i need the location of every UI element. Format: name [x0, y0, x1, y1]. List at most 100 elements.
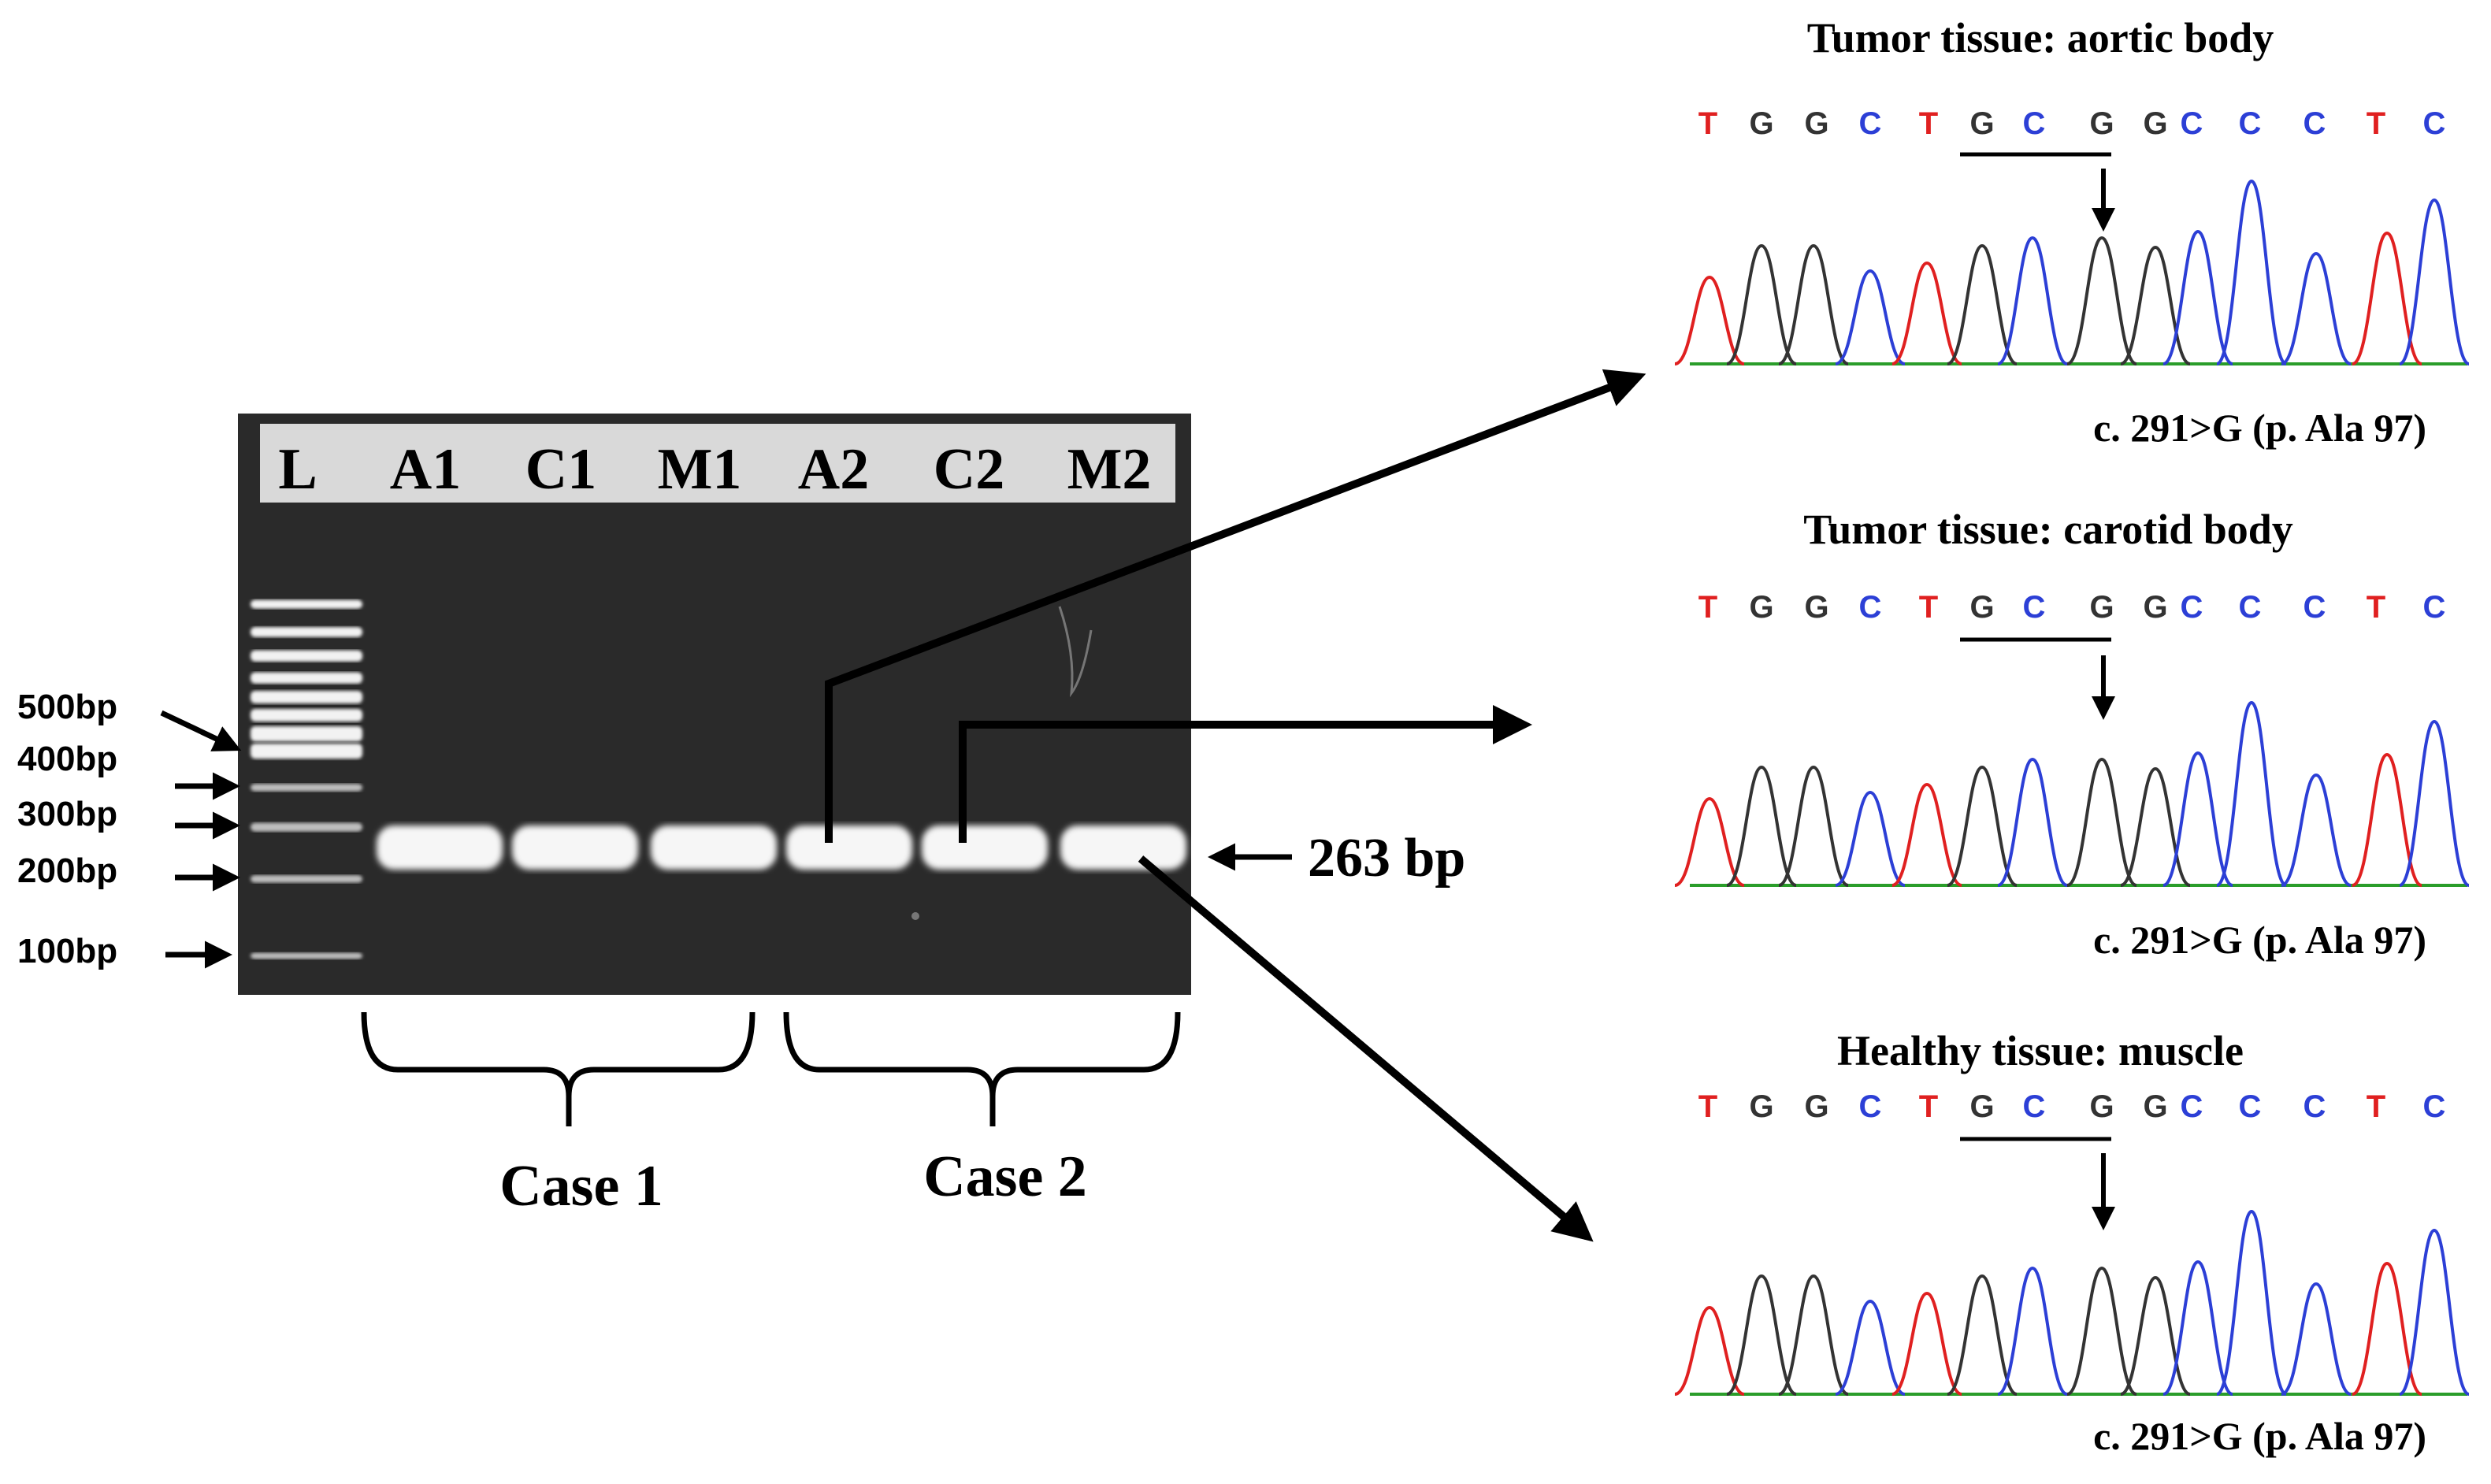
base-letter: C: [2423, 106, 2446, 141]
trace-peak: [2399, 1228, 2470, 1396]
trace-peak: [2162, 1260, 2233, 1396]
base-letter: T: [1919, 590, 1938, 625]
ladder-band: [251, 691, 362, 703]
trace-peak: [1674, 796, 1745, 887]
lane-label-c1: C1: [525, 437, 596, 502]
trace-peak: [1835, 790, 1906, 887]
base-letter: C: [2423, 1089, 2446, 1124]
trace-peak: [2066, 757, 2137, 887]
base-letter: C: [2181, 1089, 2203, 1124]
sample-bands: [377, 825, 1186, 870]
base-letter: G: [2143, 106, 2167, 141]
base-letter: C: [2239, 106, 2262, 141]
brace-case-2: [783, 1011, 1181, 1126]
base-letter: G: [1969, 1089, 1994, 1124]
trace-peak: [1947, 243, 2018, 365]
base-letter: C: [1859, 1089, 1882, 1124]
mutation-label: c. 291>G (p. Ala 97): [2093, 1414, 2426, 1458]
base-letter: C: [1859, 106, 1882, 141]
mutation-label: c. 291>G (p. Ala 97): [2093, 406, 2426, 450]
trace-peak: [2399, 719, 2470, 887]
trace: [1674, 700, 2470, 887]
gel-background: [238, 414, 1191, 995]
base-letter: C: [2304, 106, 2326, 141]
ladder-band: [251, 952, 362, 959]
trace-peak: [1947, 765, 2018, 887]
trace-peak: [1947, 1274, 2018, 1396]
sample-band-m1: [651, 825, 777, 870]
sample-band-c1: [512, 825, 638, 870]
sample-band-a1: [377, 825, 503, 870]
ladder-size-labels: 500bp 400bp 300bp 200bp 100bp: [17, 688, 242, 970]
ladder-band: [251, 650, 362, 662]
gel-streak: [1058, 606, 1093, 698]
base-letter: G: [1804, 590, 1828, 625]
gel-spot: [911, 912, 919, 920]
trace-peak: [1726, 765, 1797, 887]
trace-peak: [2281, 773, 2352, 887]
lane-label-m2: M2: [1067, 437, 1152, 502]
base-letter: C: [2304, 1089, 2326, 1124]
trace-peak: [1778, 765, 1849, 887]
brace-case-1: [361, 1011, 755, 1126]
base-letter: C: [2239, 1089, 2262, 1124]
ladder-band: [251, 822, 362, 832]
base-letter: G: [2089, 1089, 2114, 1124]
panel-title: Tumor tissue: aortic body: [1807, 14, 2274, 61]
trace-peak: [1674, 1305, 1745, 1396]
lane-label-ladder: L: [278, 437, 317, 502]
ladder-label-500: 500bp: [17, 688, 117, 726]
ladder-label-400: 400bp: [17, 740, 117, 778]
trace-peak: [2352, 1261, 2422, 1396]
trace-peak: [2066, 1266, 2137, 1396]
base-letter: C: [2304, 590, 2326, 625]
trace-peak: [1778, 243, 1849, 365]
base-letter: G: [1804, 106, 1828, 141]
base-letter: T: [1698, 1089, 1717, 1124]
base-letter: G: [1749, 590, 1773, 625]
base-letter: C: [2181, 106, 2203, 141]
arrow-a2-to-aortic: [825, 369, 1646, 843]
trace-peak: [1835, 269, 1906, 365]
trace-peak: [1778, 1274, 1849, 1396]
trace-peak: [1891, 261, 1962, 365]
ladder-label-300: 300bp: [17, 795, 117, 833]
ladder-band: [251, 784, 362, 792]
lane-label-a2: A2: [798, 437, 869, 502]
trace-peak: [2399, 198, 2470, 365]
arrow-c2-to-carotid: [959, 705, 1532, 843]
panel-title: Tumor tissue: carotid body: [1803, 506, 2293, 553]
panel-title: Healthy tissue: muscle: [1837, 1027, 2244, 1074]
mutation-label: c. 291>G (p. Ala 97): [2093, 918, 2426, 962]
ladder-band: [251, 875, 362, 883]
band-size-label: 263 bp: [1308, 828, 1465, 889]
arrow-m2-to-muscle: [1138, 855, 1594, 1242]
trace-peak: [1726, 1274, 1797, 1396]
trace-peak: [1674, 275, 1745, 365]
trace-peak: [2120, 766, 2191, 887]
case-braces: [361, 1011, 1181, 1126]
base-letter: T: [2367, 106, 2385, 141]
trace-peak: [2281, 1282, 2352, 1396]
trace: [1674, 1209, 2470, 1396]
ladder-band: [251, 672, 362, 684]
trace-peak: [2281, 251, 2352, 365]
base-letter: C: [2023, 106, 2046, 141]
trace-peak: [2215, 179, 2288, 365]
ladder-label-100: 100bp: [17, 932, 117, 970]
trace-peak: [1726, 243, 1797, 365]
trace-peak: [1891, 1291, 1962, 1396]
lane-label-m1: M1: [658, 437, 742, 502]
base-letter: G: [1969, 106, 1994, 141]
trace-peak: [2352, 231, 2422, 365]
trace-peak: [2215, 1209, 2288, 1396]
ladder-band: [251, 627, 362, 637]
lane-label-a1: A1: [390, 437, 461, 502]
trace-peak: [1997, 757, 2068, 887]
trace-peak: [2162, 751, 2233, 887]
trace-peak: [2066, 236, 2137, 365]
